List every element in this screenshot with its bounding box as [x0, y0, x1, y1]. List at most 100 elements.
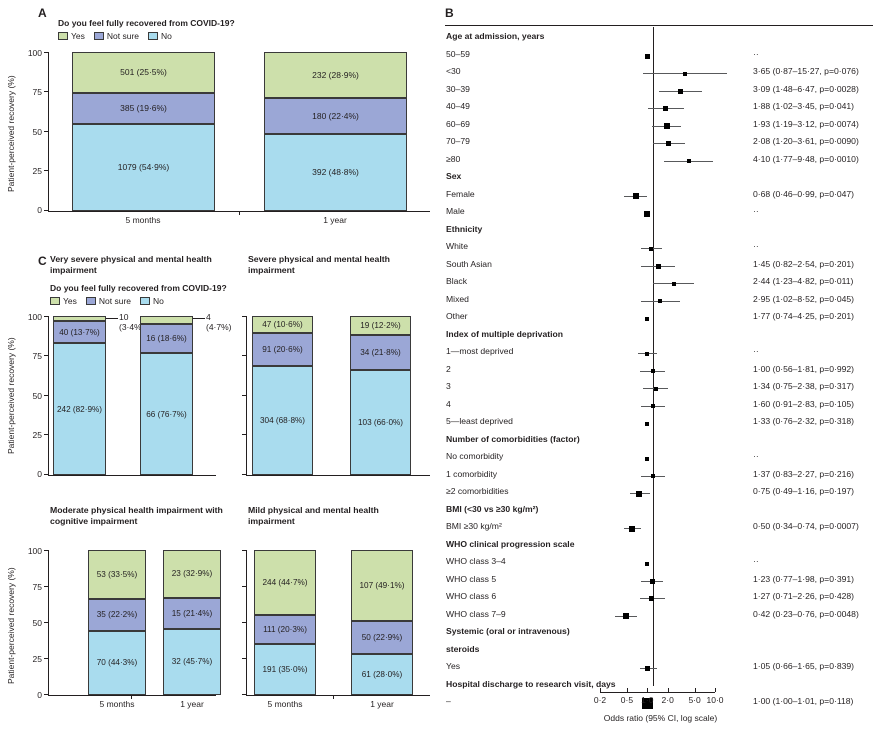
panel-c3-ytick-0: 0: [37, 690, 42, 700]
forest-point-marker: [644, 210, 651, 217]
forest-x-tick-label: 10·0: [706, 695, 724, 705]
panel-a-ytick-0: 0: [37, 205, 42, 215]
forest-x-tick-label: 0·5: [620, 695, 634, 705]
forest-row-estimate: 0·42 (0·23–0·76, p=0·0048): [753, 608, 859, 619]
panel-c3-tick-100: [44, 550, 48, 551]
forest-point-marker: [650, 404, 655, 408]
panel-c3-xcat-5months: 5 months: [99, 699, 135, 709]
panel-c1-callout-pct-5m: (3·4%): [119, 321, 145, 332]
forest-row: <30 3·65 (0·87–15·27, p=0·076): [443, 65, 875, 83]
panel-a-bar-1year: 232 (28·9%) 180 (22·4%) 392 (48·8%): [264, 52, 407, 211]
panel-a-seg-no-5m: 1079 (54·9%): [72, 123, 215, 211]
forest-row-label: Hospital discharge to research visit, da…: [446, 678, 616, 689]
panel-a-xcat-1year: 1 year: [323, 215, 347, 225]
panel-c2-tick-0: [242, 474, 246, 475]
forest-row-label: 30–39: [446, 83, 470, 94]
forest-row-label: WHO class 6: [446, 591, 497, 601]
legend-label-notsure: Not sure: [106, 31, 139, 41]
forest-row-label: ≥2 comorbidities: [446, 486, 509, 496]
forest-row-estimate: 0·50 (0·34–0·74, p=0·0007): [753, 521, 859, 531]
panel-c1-seg-notsure-5m: 40 (13·7%): [53, 321, 106, 344]
legend-swatch-notsure-c: [85, 297, 96, 305]
panel-c3-xtick-mid: [131, 695, 132, 699]
panel-c3-ytick-25: 25: [32, 654, 42, 664]
forest-point-marker: [635, 490, 642, 497]
panel-c1-y-axis: [48, 316, 49, 475]
forest-row-estimate: 2·44 (1·23–4·82, p=0·011): [753, 276, 854, 286]
panel-c3-seg-notsure-1y: 15 (21·4%): [163, 597, 221, 629]
forest-x-tick: [647, 688, 649, 692]
legend-swatch-no-c: [140, 297, 150, 305]
legend-item-notsure: Not sure: [93, 31, 139, 41]
panel-c2-bar-5months: 47 (10·6%) 91 (20·6%) 304 (68·8%): [252, 316, 313, 475]
panel-c3-seg-notsure-5m: 35 (22·2%): [88, 598, 146, 631]
panel-c4-title: Mild physical and mental health impairme…: [248, 505, 379, 526]
panel-a-seg-yes-5m: 501 (25·5%): [72, 52, 215, 93]
forest-row-label: 70–79: [446, 136, 470, 146]
forest-group-header: Ethnicity: [443, 223, 875, 241]
forest-point-marker: [645, 421, 650, 426]
forest-group-header: Systemic (oral or intravenous): [443, 625, 875, 643]
forest-row-label: 2: [446, 363, 451, 374]
panel-c2-tick-100: [242, 316, 246, 317]
panel-b-letter: B: [445, 6, 454, 20]
forest-point-marker: [653, 386, 658, 391]
forest-row-label: 1 comorbidity: [446, 468, 498, 479]
panel-c1-tick-100: [44, 316, 48, 317]
forest-x-tick: [694, 688, 696, 692]
forest-point-marker: [645, 561, 650, 566]
panel-c4-seg-yes-1y: 107 (49·1%): [351, 550, 413, 622]
forest-point-marker: [650, 578, 656, 584]
panel-c1-ytick-75: 75: [32, 351, 42, 361]
forest-x-tick-label: 1·0: [641, 695, 654, 705]
panel-a-tick-50: [44, 131, 48, 132]
forest-row-estimate: ··: [753, 556, 759, 566]
legend-item-notsure-c: Not sure: [85, 296, 131, 306]
forest-row-estimate: ··: [753, 241, 759, 251]
panel-c4-tick-25: [242, 658, 246, 659]
forest-x-tick-label: 5·0: [688, 695, 701, 705]
panel-a-legend: Yes Not sure No: [58, 31, 172, 41]
forest-point-marker: [651, 474, 656, 478]
forest-point-marker: [686, 159, 691, 163]
legend-swatch-yes: [58, 32, 68, 40]
forest-point-marker: [663, 123, 670, 129]
panel-c3-bar-5months: 53 (33·5%) 35 (22·2%) 70 (44·3%): [88, 550, 146, 695]
forest-row-label: <30: [446, 66, 461, 76]
forest-row: White··: [443, 240, 875, 258]
panel-c2-seg-notsure-1y: 34 (21·8%): [350, 335, 411, 371]
forest-row: 50–59··: [443, 48, 875, 66]
forest-point-marker: [663, 106, 669, 111]
forest-point-marker: [632, 193, 639, 199]
panel-c3-y-axis: [48, 550, 49, 695]
panel-c1-ytick-100: 100: [27, 312, 42, 322]
panel-c1-x-axis: [48, 475, 216, 476]
forest-row-label: Ethnicity: [446, 223, 483, 234]
panel-a-tick-100: [44, 52, 48, 53]
panel-c1-ytick-25: 25: [32, 430, 42, 440]
panel-c1-seg-no-5m: 242 (82·9%): [53, 343, 106, 475]
forest-row-estimate: 3·65 (0·87–15·27, p=0·076): [753, 66, 859, 76]
panel-c4-x-axis: [246, 695, 430, 696]
panel-a-seg-no-1y: 392 (48·8%): [264, 133, 407, 211]
forest-row-estimate: ··: [753, 206, 759, 216]
panel-c3-tick-25: [44, 658, 48, 659]
legend-label-yes: Yes: [71, 31, 85, 41]
forest-x-tick: [715, 688, 716, 692]
forest-row-estimate: 1·00 (1·00–1·01, p=0·118): [753, 696, 854, 706]
forest-row-estimate: 1·23 (0·77–1·98, p=0·391): [753, 573, 855, 584]
forest-row-estimate: ··: [753, 346, 759, 356]
forest-group-header: Hospital discharge to research visit, da…: [443, 678, 875, 696]
panel-c1-tick-25: [44, 434, 48, 435]
